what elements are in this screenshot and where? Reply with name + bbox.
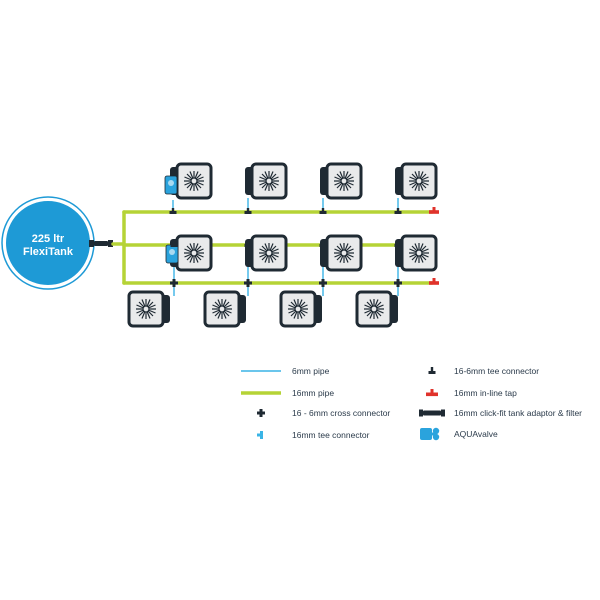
aquavalve-row-1 bbox=[164, 175, 178, 195]
legend-item-tank-adaptor: 16mm click-fit tank adaptor & filter bbox=[418, 405, 582, 421]
legend-label: 16 - 6mm cross connector bbox=[292, 408, 391, 418]
pot bbox=[205, 292, 246, 326]
legend-label: 6mm pipe bbox=[292, 366, 330, 376]
pot bbox=[245, 236, 286, 270]
tank-adaptor-filter-icon bbox=[418, 405, 446, 421]
pot bbox=[320, 236, 361, 270]
tee-connector-16mm-icon bbox=[238, 427, 284, 443]
flexitank: 225 ltr FlexiTank bbox=[1, 196, 95, 290]
tee-connector-16-6mm-icon bbox=[418, 363, 446, 379]
pot bbox=[129, 292, 170, 326]
pot bbox=[395, 236, 436, 270]
legend-label: 16mm in-line tap bbox=[454, 388, 517, 398]
tank-capacity-label: 225 ltr bbox=[32, 233, 65, 245]
legend-label: 16-6mm tee connector bbox=[454, 366, 540, 376]
pot bbox=[245, 164, 286, 198]
legend-label: 16mm pipe bbox=[292, 388, 335, 398]
pot bbox=[281, 292, 322, 326]
aquavalve-row-2 bbox=[165, 244, 179, 264]
legend-item-cross-connector: 16 - 6mm cross connector bbox=[238, 405, 390, 421]
legend-item-6mm-pipe: 6mm pipe bbox=[238, 363, 329, 379]
pot-row-1 bbox=[170, 164, 436, 198]
aquavalve-icon bbox=[418, 426, 446, 442]
pipe-6mm-icon bbox=[238, 363, 284, 379]
legend-item-16-6mm-tee: 16-6mm tee connector bbox=[418, 363, 539, 379]
legend-label: AQUAvalve bbox=[454, 429, 498, 439]
legend-item-16mm-tee: 16mm tee connector bbox=[238, 427, 369, 443]
pipe-16mm-icon bbox=[238, 385, 284, 401]
pot bbox=[320, 164, 361, 198]
pot bbox=[395, 164, 436, 198]
inline-tap-icon bbox=[418, 385, 446, 401]
tank-adaptor-filter bbox=[89, 240, 113, 247]
legend-item-16mm-pipe: 16mm pipe bbox=[238, 385, 334, 401]
pot bbox=[357, 292, 398, 326]
legend-item-aquavalve: AQUAvalve bbox=[418, 426, 498, 442]
legend-label: 16mm tee connector bbox=[292, 430, 370, 440]
pot-row-2-lower bbox=[129, 292, 398, 326]
tank-name-label: FlexiTank bbox=[23, 246, 74, 258]
legend-label: 16mm click-fit tank adaptor & filter bbox=[454, 408, 583, 418]
pot-row-2-upper bbox=[170, 236, 436, 270]
cross-connector-icon bbox=[238, 405, 284, 421]
legend-item-inline-tap: 16mm in-line tap bbox=[418, 385, 517, 401]
